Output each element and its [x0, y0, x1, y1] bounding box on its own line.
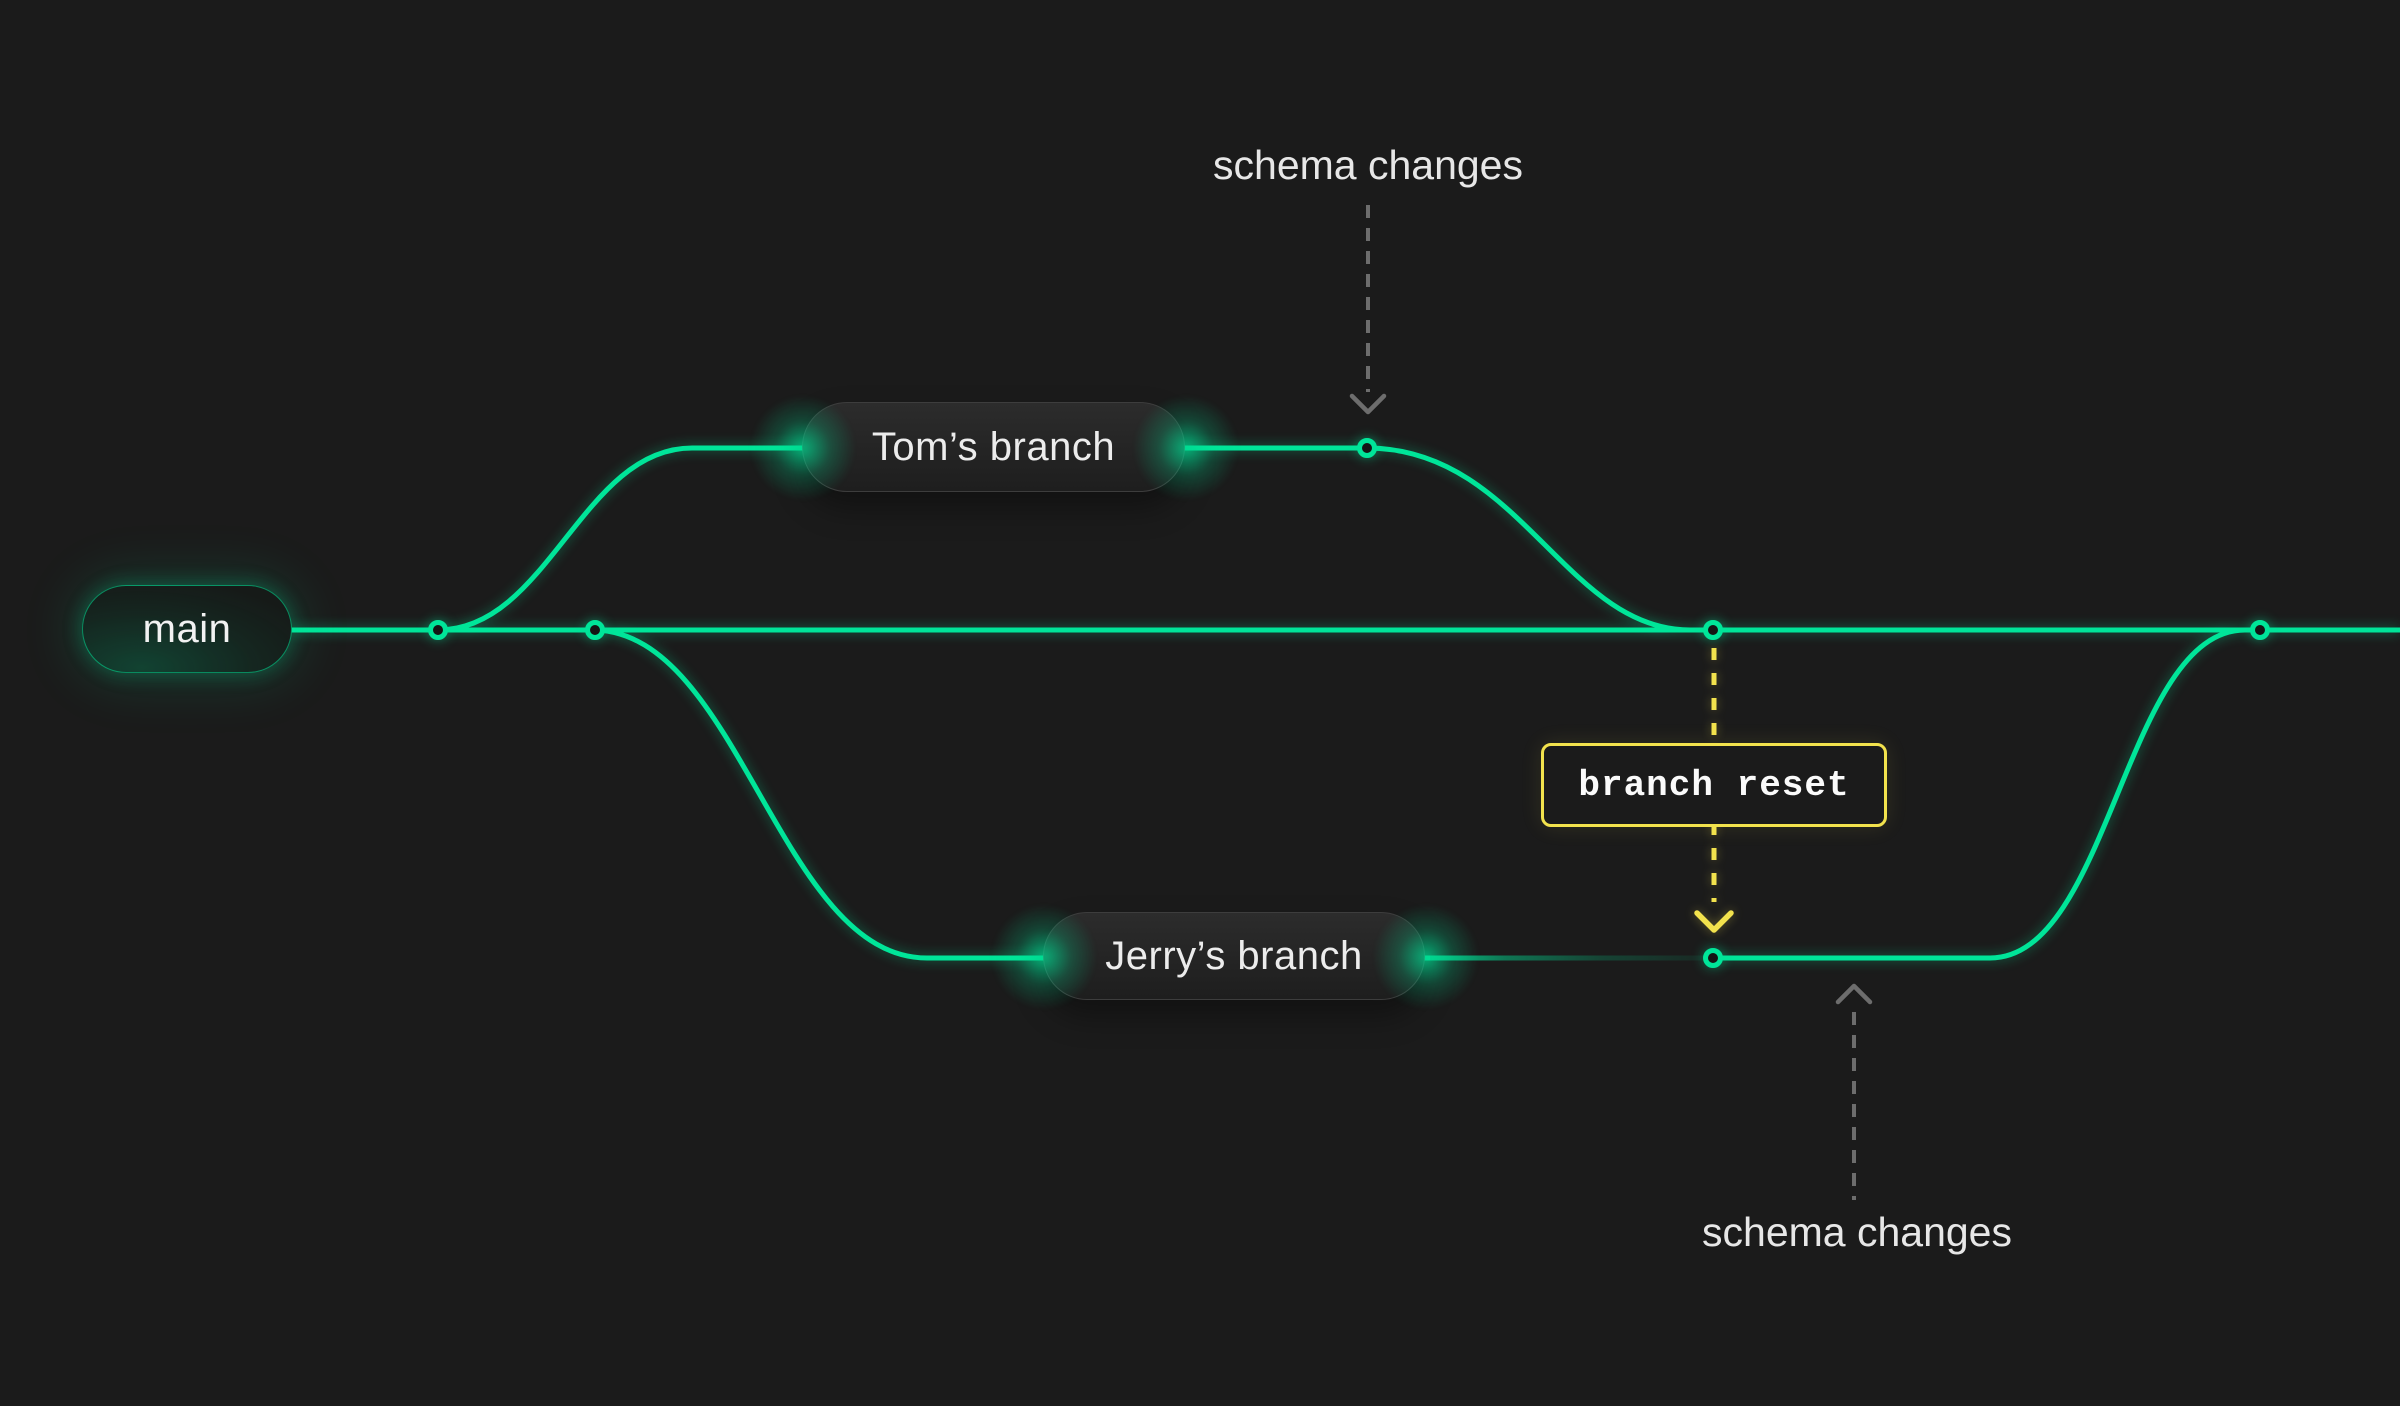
jerrys-branch-pill: Jerry’s branch — [1043, 912, 1425, 1000]
commit-node-jerry — [1703, 948, 1723, 968]
main-branch-label: main — [142, 606, 232, 651]
toms-branch-label: Tom’s branch — [871, 424, 1116, 469]
branch-reset-callout: branch reset — [1541, 743, 1887, 827]
commit-node-tom — [1357, 438, 1377, 458]
branch-reset-arrow-head-icon — [1694, 910, 1734, 933]
toms-branch-pill: Tom’s branch — [802, 402, 1185, 492]
branch-reset-label: branch reset — [1578, 764, 1850, 806]
commit-node-main-1 — [428, 620, 448, 640]
jerrys-branch-merge-line — [1713, 627, 2262, 961]
main-branch-pill: main — [82, 585, 292, 673]
jerrys-branch-line — [594, 627, 1430, 961]
schema-changes-label-bottom: schema changes — [1702, 1209, 2012, 1255]
commit-node-main-2 — [585, 620, 605, 640]
schema-changes-bottom-arrow-head-icon — [1835, 983, 1873, 1005]
schema-changes-top-arrow-head-icon — [1349, 393, 1387, 415]
commit-node-main-4 — [2250, 620, 2270, 640]
schema-changes-label-top: schema changes — [1213, 142, 1523, 188]
commit-node-main-3 — [1703, 620, 1723, 640]
jerrys-branch-label: Jerry’s branch — [1105, 933, 1363, 978]
